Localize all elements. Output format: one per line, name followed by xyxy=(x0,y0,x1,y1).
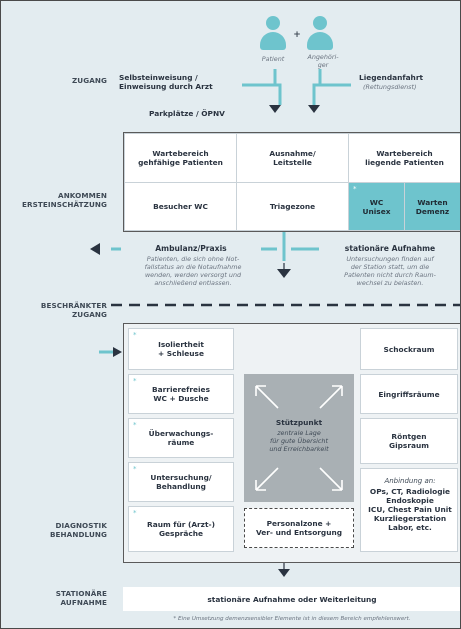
dementia-marker: * xyxy=(353,185,357,193)
examination-label: Untersuchung/ Behandlung xyxy=(150,473,212,491)
section-stationaer: STATIONÄRE AUFNAHME xyxy=(55,589,107,607)
waiting-lying-label: Wartebereich liegende Patienten xyxy=(365,149,444,167)
monitoring-label: Überwachungs- räume xyxy=(148,429,214,447)
triage-cell: Triagezone xyxy=(237,183,348,230)
examination-marker: * xyxy=(133,465,137,473)
wc-unisex-label: WC Unisex xyxy=(362,197,391,216)
ambulance-practice-text: Patienten, die sich ohne Not- fallstatus… xyxy=(144,255,242,287)
nurse-station-text: zentrale Lage für gute Übersicht und Err… xyxy=(269,429,329,453)
patient-icon xyxy=(260,16,286,50)
section-beschraenkt: BESCHRÄNKTER ZUGANG xyxy=(40,301,107,319)
monitoring-room: * Überwachungs- räume xyxy=(128,418,234,458)
patient-label: Patient xyxy=(261,55,285,63)
footnote: * Eine Umsetzung demenzsensibler Element… xyxy=(173,616,411,622)
self-referral-label: Selbsteinweisung / Einweisung durch Arzt xyxy=(119,73,213,91)
xray-room-label: Röntgen Gipsraum xyxy=(389,432,429,450)
procedure-rooms-label: Eingriffsräume xyxy=(378,389,440,399)
reception-label: Ausnahme/ Leitstelle xyxy=(269,149,316,167)
wc-unisex-cell: * WC Unisex xyxy=(349,183,404,230)
examination-room: * Untersuchung/ Behandlung xyxy=(128,462,234,502)
waiting-lying-cell: Wartebereich liegende Patienten xyxy=(349,134,460,182)
conversation-marker: * xyxy=(133,509,137,517)
parking-label: Parkplätze / ÖPNV xyxy=(149,109,225,118)
visitor-wc-label: Besucher WC xyxy=(153,202,208,211)
monitoring-marker: * xyxy=(133,421,137,429)
relative-icon xyxy=(307,16,333,50)
xray-room: Röntgen Gipsraum xyxy=(360,418,458,464)
shock-room: Schockraum xyxy=(360,328,458,370)
expand-arrows-icon xyxy=(255,385,343,491)
inpatient-text: Untersuchungen finden auf der Station st… xyxy=(344,255,436,287)
ambulance-arrival-label: Liegendanfahrt xyxy=(359,73,424,82)
final-admission-label: stationäre Aufnahme oder Weiterleitung xyxy=(207,594,377,604)
ambulance-practice-title: Ambulanz/Praxis xyxy=(121,244,261,253)
reception-cell: Ausnahme/ Leitstelle xyxy=(237,134,348,182)
section-diagnostik: DIAGNOSTIK BEHANDLUNG xyxy=(49,521,107,539)
dementia-waiting-cell: Warten Demenz xyxy=(405,183,460,230)
final-admission-bar: stationäre Aufnahme oder Weiterleitung xyxy=(123,587,460,611)
diagnostics-panel: * Isoliertheit + Schleuse * Barrierefrei… xyxy=(123,323,460,563)
waiting-ambulatory-cell: Wartebereich gehfähige Patienten xyxy=(125,134,236,182)
isolation-label: Isoliertheit + Schleuse xyxy=(158,340,204,358)
rescue-service-label: (Rettungsdienst) xyxy=(363,83,417,91)
accessible-wc-marker: * xyxy=(133,377,137,385)
conversation-room: * Raum für (Arzt-) Gespräche xyxy=(128,506,234,552)
plus-sign: + xyxy=(293,30,301,40)
connections-title: Anbindung an: xyxy=(384,477,436,485)
visitor-wc-cell: Besucher WC xyxy=(125,183,236,230)
accessible-wc-room: * Barrierefreies WC + Dusche xyxy=(128,374,234,414)
conversation-label: Raum für (Arzt-) Gespräche xyxy=(147,520,215,538)
procedure-rooms: Eingriffsräume xyxy=(360,374,458,414)
staff-zone: Personalzone + Ver- und Entsorgung xyxy=(244,508,354,548)
accessible-wc-label: Barrierefreies WC + Dusche xyxy=(152,385,210,403)
arrival-panel: Wartebereich gehfähige Patienten Ausnahm… xyxy=(123,132,460,232)
staff-zone-label: Personalzone + Ver- und Entsorgung xyxy=(255,519,343,537)
nurse-station-title: Stützpunkt xyxy=(275,418,323,427)
section-ankommen: ANKOMMEN ERSTEINSCHÄTZUNG xyxy=(21,191,107,209)
isolation-marker: * xyxy=(133,331,137,339)
isolation-room: * Isoliertheit + Schleuse xyxy=(128,328,234,370)
inpatient-title: stationäre Aufnahme xyxy=(319,244,460,253)
connections-box: Anbindung an: OPs, CT, Radiologie Endosk… xyxy=(360,468,458,552)
waiting-ambulatory-label: Wartebereich gehfähige Patienten xyxy=(138,149,223,167)
shock-room-label: Schockraum xyxy=(383,344,435,354)
section-zugang: ZUGANG xyxy=(71,76,107,85)
connections-list: OPs, CT, Radiologie Endoskopie ICU, Ches… xyxy=(368,487,452,532)
nurse-station: Stützpunkt zentrale Lage für gute Übersi… xyxy=(244,374,354,502)
triage-label: Triagezone xyxy=(269,202,316,211)
relative-label: Angehöri- ger xyxy=(307,53,339,69)
dementia-waiting-label: Warten Demenz xyxy=(415,197,450,216)
